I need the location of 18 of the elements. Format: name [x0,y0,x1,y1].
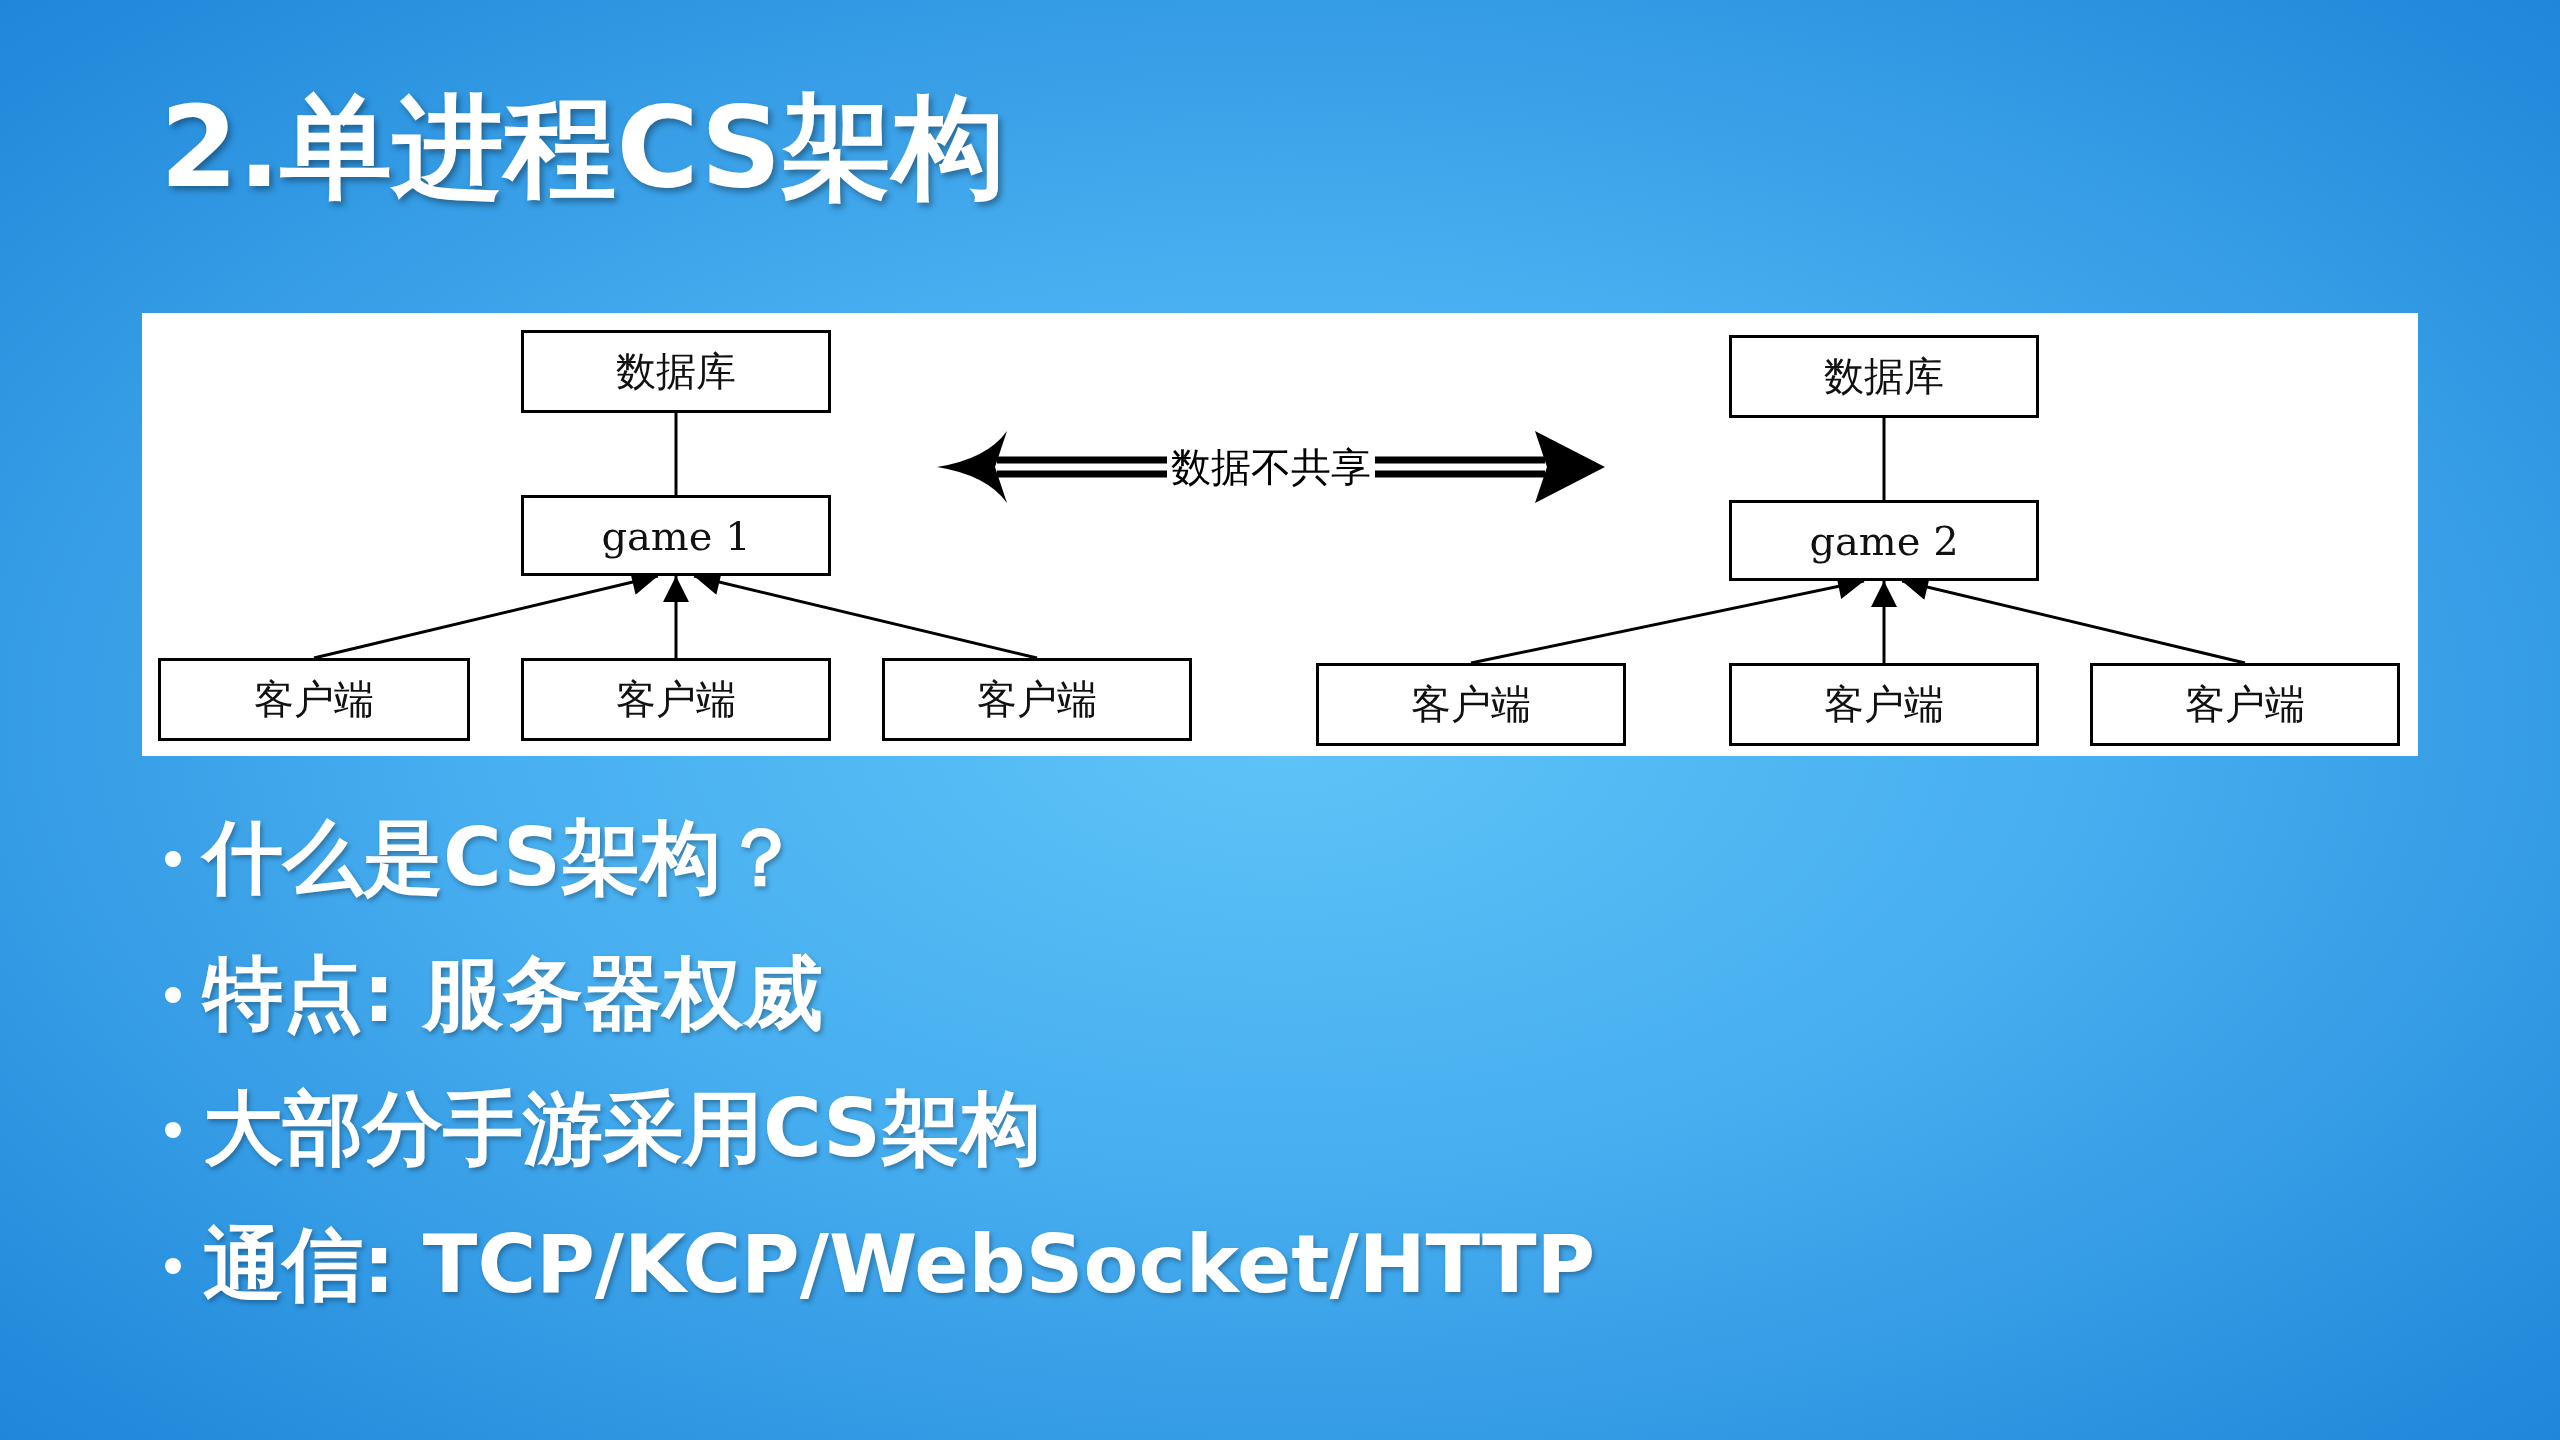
arrow [663,576,689,658]
arrow [1871,581,1897,663]
process-box: 数据库 [1729,335,2039,418]
bullet-text: 大部分手游采用CS架构 [203,1081,1041,1177]
connector-line [1882,418,1886,500]
process-box: 数据库 [521,330,831,413]
process-box: game 2 [1729,500,2039,581]
connector-line [674,413,678,495]
process-box: 客户端 [882,658,1192,741]
process-box: 客户端 [2090,663,2400,746]
bullet-text: 通信: TCP/KCP/WebSocket/HTTP [203,1217,1596,1313]
process-box: game 1 [521,495,831,576]
process-box: 客户端 [521,658,831,741]
bullet-text: 特点: 服务器权威 [203,946,823,1042]
process-box: 客户端 [158,658,470,741]
slide-title: 2.单进程CS架构 [160,81,1006,214]
process-box: 客户端 [1729,663,2039,746]
process-box: 客户端 [1316,663,1626,746]
